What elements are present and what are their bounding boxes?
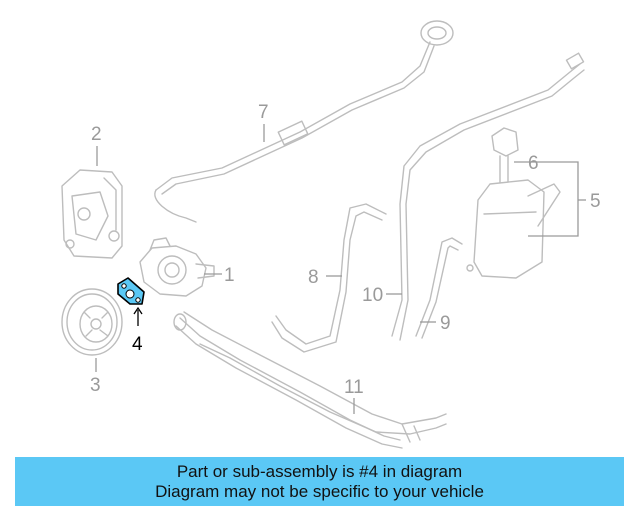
callout-3: 3	[90, 375, 101, 396]
callout-5: 5	[590, 191, 601, 212]
callout-4: 4	[132, 334, 143, 355]
callout-1: 1	[224, 265, 235, 286]
callout-2: 2	[91, 124, 102, 145]
part-10-return-hose	[391, 52, 585, 341]
info-banner: Part or sub-assembly is #4 in diagram Di…	[15, 457, 624, 506]
leader-5	[514, 161, 579, 237]
leader-4-arrow	[133, 306, 143, 315]
part-3-pulley	[61, 288, 123, 356]
part-5-reservoir	[466, 179, 561, 279]
part-2-bracket	[61, 169, 123, 259]
callout-6: 6	[528, 153, 539, 174]
callout-7: 7	[258, 102, 269, 123]
part-9-hose	[415, 237, 463, 339]
part-1-pump	[139, 237, 215, 297]
callout-11: 11	[344, 377, 364, 398]
part-7-pressure-hose	[154, 20, 454, 223]
callout-9: 9	[440, 313, 451, 334]
part-6-cap	[491, 127, 519, 185]
part-11-cooler-lines	[173, 311, 447, 449]
part-8-hose	[271, 203, 387, 353]
banner-line-1: Part or sub-assembly is #4 in diagram	[176, 461, 463, 481]
callout-10: 10	[362, 285, 383, 306]
banner-line-2: Diagram may not be specific to your vehi…	[155, 481, 484, 501]
part-4-gasket	[117, 277, 145, 305]
callout-8: 8	[308, 267, 319, 288]
